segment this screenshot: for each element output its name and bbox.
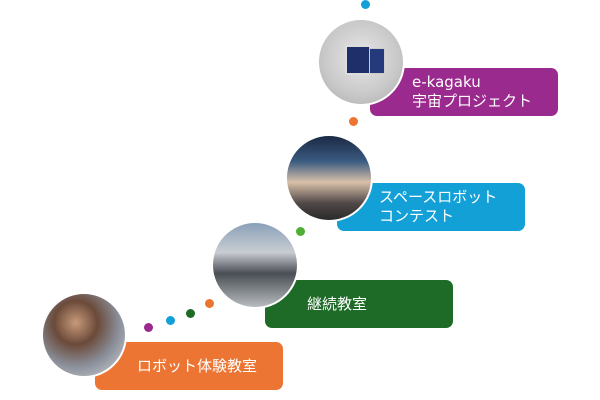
step-label: ロボット体験教室 <box>137 356 258 375</box>
classroom-photo <box>211 221 299 309</box>
cubesat-icon <box>345 45 371 75</box>
step-label: 継続教室 <box>307 294 368 313</box>
step-label-line1: スペースロボット <box>379 188 498 206</box>
step-space-robot-contest[interactable]: スペースロボット コンテスト <box>337 183 525 231</box>
cubesat-photo <box>317 18 405 106</box>
path-dot <box>296 227 305 236</box>
children-building-robot-photo <box>41 292 127 378</box>
step-label-line2: 宇宙プロジェクト <box>412 92 533 110</box>
path-dot <box>205 299 214 308</box>
path-dot <box>186 309 195 318</box>
path-dot <box>349 117 358 126</box>
step-label-line1: e-kagaku <box>412 73 481 91</box>
step-robot-experience-class[interactable]: ロボット体験教室 <box>95 342 283 390</box>
path-dot <box>144 323 153 332</box>
path-dot <box>166 316 175 325</box>
contest-stage-photo <box>285 134 373 222</box>
solar-panel-icon <box>369 48 385 74</box>
step-continuing-class[interactable]: 継続教室 <box>265 280 453 328</box>
step-label-line2: コンテスト <box>379 207 455 225</box>
path-dot <box>361 0 370 9</box>
